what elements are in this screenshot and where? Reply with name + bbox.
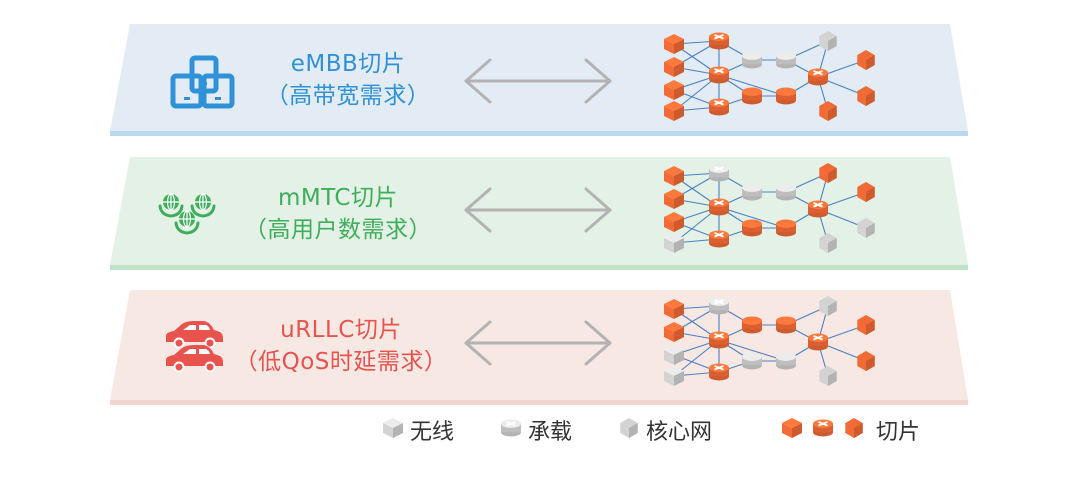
urllc-title: uRLLC切片: [280, 317, 402, 343]
mmtc-subtitle: （高用户数需求）: [244, 217, 432, 243]
slice-bearer-node: [709, 32, 729, 50]
core-node: [819, 233, 837, 253]
slice-bearer-node: [808, 333, 828, 351]
slice-wireless-node: [664, 189, 684, 209]
core-node: [742, 352, 762, 370]
slice-wireless-node: [664, 322, 684, 342]
slice-core-node: [857, 50, 875, 70]
slice-wireless-node: [664, 80, 684, 100]
slice-core-node: [819, 163, 837, 183]
wireless-node: [664, 366, 684, 386]
core-node: [776, 51, 796, 69]
slice-wireless-node: [664, 299, 684, 319]
core-node: [819, 296, 837, 316]
slice-core-node: [857, 182, 875, 202]
mmtc-network: [664, 163, 875, 253]
embb-label: eMBB切片 （高带宽需求）: [218, 48, 478, 112]
legend-slice-core-icon: [845, 418, 863, 438]
slice-core-node: [776, 87, 796, 105]
slice-core-node: [776, 219, 796, 237]
bearer-node: [709, 297, 729, 315]
urllc-network: [664, 296, 875, 386]
slice-core-node: [857, 86, 875, 106]
core-node: [742, 183, 762, 201]
network-link: [718, 206, 787, 229]
mmtc-label: mMTC切片 （高用户数需求）: [208, 182, 468, 246]
tablet-devices-icon: [170, 55, 235, 109]
legend-core-label: 核心网: [646, 420, 713, 445]
slice-core-node: [742, 316, 762, 334]
cars-icon: [166, 321, 223, 373]
slice-bearer-node: [808, 68, 828, 86]
legend-slice-cube-icon: [782, 418, 802, 438]
slice-wireless-node: [664, 34, 684, 54]
slice-core-node: [742, 87, 762, 105]
network-link: [718, 74, 787, 97]
urllc-band-edge: [110, 400, 968, 405]
legend-slice-label: 切片: [876, 420, 921, 445]
legend-core-icon: [620, 418, 638, 438]
embb-subtitle: （高带宽需求）: [265, 83, 431, 109]
mmtc-band-edge: [110, 265, 968, 270]
slice-wireless-node: [664, 166, 684, 186]
bearer-node: [709, 164, 729, 182]
slice-bearer-node: [808, 200, 828, 218]
legend-bearer-label: 承载: [528, 420, 573, 445]
slice-wireless-node: [664, 57, 684, 77]
slice-bearer-node: [709, 198, 729, 216]
legend-symbols: [383, 418, 863, 438]
slice-bearer-node: [709, 98, 729, 116]
core-node: [776, 183, 796, 201]
slice-core-node: [742, 219, 762, 237]
slice-core-node: [857, 315, 875, 335]
embb-network: [664, 31, 875, 121]
mmtc-title: mMTC切片: [277, 185, 398, 211]
legend-slice-bearer-icon: [813, 419, 833, 437]
slice-core-node: [819, 101, 837, 121]
legend: 无线 承载 核心网 切片: [0, 410, 1080, 446]
urllc-double-arrow: [464, 320, 612, 366]
core-node: [742, 51, 762, 69]
legend-wireless-label: 无线: [410, 420, 455, 445]
slice-bearer-node: [709, 331, 729, 349]
slice-bearer-node: [709, 66, 729, 84]
globe-hands-icon: [158, 193, 216, 235]
embb-band-edge: [110, 131, 968, 136]
network-link: [718, 339, 787, 362]
core-node: [857, 218, 875, 238]
urllc-subtitle: （低QoS时延需求）: [234, 349, 448, 375]
slice-bearer-node: [709, 230, 729, 248]
slice-bearer-node: [709, 363, 729, 381]
core-node: [776, 352, 796, 370]
embb-double-arrow: [464, 58, 612, 104]
slice-wireless-node: [664, 212, 684, 232]
embb-title: eMBB切片: [290, 51, 406, 77]
wireless-node: [664, 233, 684, 253]
slice-wireless-node: [664, 101, 684, 121]
urllc-label: uRLLC切片 （低QoS时延需求）: [211, 314, 471, 378]
legend-wireless-icon: [383, 418, 403, 438]
core-node: [819, 366, 837, 386]
core-node: [819, 31, 837, 51]
slice-core-node: [776, 316, 796, 334]
wireless-node: [664, 345, 684, 365]
legend-bearer-icon: [501, 419, 521, 437]
slice-core-node: [857, 351, 875, 371]
mmtc-double-arrow: [464, 187, 612, 233]
